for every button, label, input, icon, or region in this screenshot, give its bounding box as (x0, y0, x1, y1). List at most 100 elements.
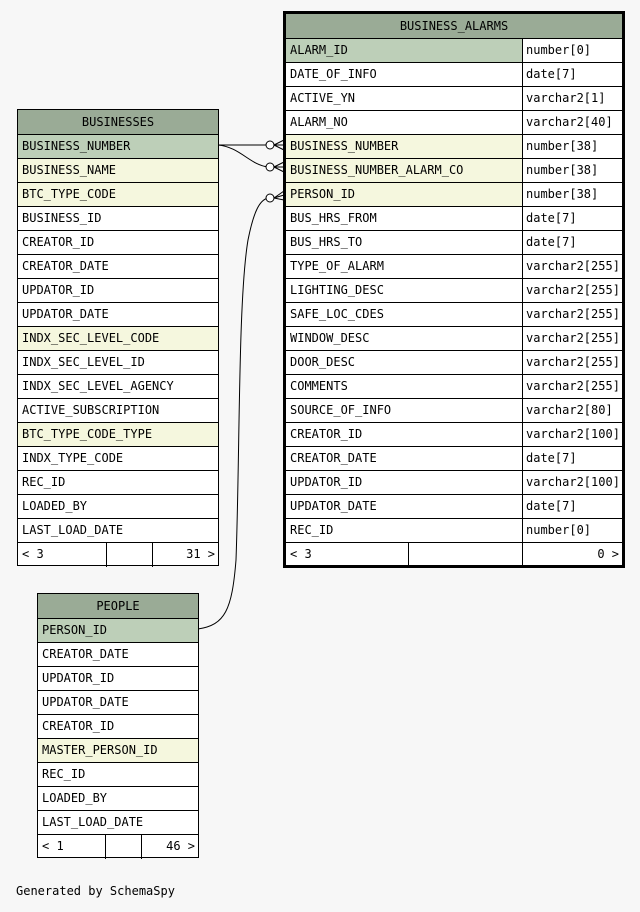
column-row[interactable]: BUSINESS_ID (18, 207, 218, 231)
column-name: MASTER_PERSON_ID (38, 739, 198, 762)
column-type: varchar2[1] (522, 87, 622, 110)
column-row[interactable]: INDX_SEC_LEVEL_ID (18, 351, 218, 375)
column-type: varchar2[255] (522, 279, 622, 302)
column-row[interactable]: LOADED_BY (38, 787, 198, 811)
column-name: LIGHTING_DESC (290, 283, 384, 297)
column-row[interactable]: SAFE_LOC_CDES varchar2[255] (286, 303, 622, 327)
column-name: REC_ID (42, 767, 86, 781)
column-list: PERSON_ID CREATOR_DATE UPDATOR_ID UPDATOR_D… (38, 619, 198, 835)
column-type: number[38] (522, 159, 622, 182)
column-type: number[0] (522, 39, 622, 62)
column-name: BUS_HRS_FROM (290, 211, 377, 225)
column-row[interactable]: BTC_TYPE_CODE_TYPE (18, 423, 218, 447)
column-row[interactable]: CREATOR_ID (18, 231, 218, 255)
column-row[interactable]: ACTIVE_SUBSCRIPTION (18, 399, 218, 423)
column-name: BUSINESS_NAME (18, 159, 218, 182)
column-row[interactable]: CREATOR_ID (38, 715, 198, 739)
column-row[interactable]: LAST_LOAD_DATE (18, 519, 218, 543)
column-type: varchar2[255] (522, 375, 622, 398)
column-name: UPDATOR_ID (42, 671, 115, 685)
column-row[interactable]: REC_ID (38, 763, 198, 787)
column-name: ACTIVE_SUBSCRIPTION (22, 403, 160, 417)
column-row[interactable]: UPDATOR_DATE (18, 303, 218, 327)
column-row[interactable]: UPDATOR_ID (38, 667, 198, 691)
column-type: date[7] (522, 447, 622, 470)
column-type: varchar2[255] (522, 351, 622, 374)
column-name: BTC_TYPE_CODE (18, 183, 218, 206)
column-row[interactable]: INDX_SEC_LEVEL_AGENCY (18, 375, 218, 399)
generated-by-label: Generated by SchemaSpy (16, 884, 175, 898)
column-row[interactable]: UPDATOR_DATE (38, 691, 198, 715)
column-name: CREATOR_DATE (42, 647, 129, 661)
edge-end-circle (265, 140, 275, 150)
column-row[interactable]: UPDATOR_ID (18, 279, 218, 303)
column-row[interactable]: BUSINESS_NAME (18, 159, 218, 183)
column-name: INDX_SEC_LEVEL_ID (22, 355, 145, 369)
column-type: date[7] (522, 231, 622, 254)
column-type: number[38] (522, 135, 622, 158)
column-name: PERSON_ID (286, 183, 522, 206)
column-name: CREATOR_ID (22, 235, 95, 249)
column-row[interactable]: LOADED_BY (18, 495, 218, 519)
column-name: CREATOR_DATE (290, 451, 377, 465)
column-name: CREATOR_DATE (22, 259, 109, 273)
column-row[interactable]: CREATOR_DATE (38, 643, 198, 667)
column-name: TYPE_OF_ALARM (290, 259, 384, 273)
column-row[interactable]: CREATOR_DATE (18, 255, 218, 279)
column-row[interactable]: LAST_LOAD_DATE (38, 811, 198, 835)
column-name: ACTIVE_YN (290, 91, 356, 105)
column-row[interactable]: INDX_TYPE_CODE (18, 447, 218, 471)
column-name: UPDATOR_DATE (290, 499, 377, 513)
footer-right: 31 > (186, 547, 215, 561)
column-row[interactable]: BTC_TYPE_CODE (18, 183, 218, 207)
column-row[interactable]: LIGHTING_DESC varchar2[255] (286, 279, 622, 303)
column-name: LOADED_BY (22, 499, 88, 513)
column-name: INDX_SEC_LEVEL_CODE (18, 327, 218, 350)
column-name: REC_ID (290, 523, 334, 537)
footer-mid (409, 543, 523, 567)
column-row[interactable]: MASTER_PERSON_ID (38, 739, 198, 763)
column-name: SAFE_LOC_CDES (290, 307, 384, 321)
column-row[interactable]: ACTIVE_YN varchar2[1] (286, 87, 622, 111)
column-name: BUSINESS_NUMBER (18, 135, 218, 158)
column-type: date[7] (522, 63, 622, 86)
footer-right: 0 > (597, 547, 619, 561)
column-row[interactable]: INDX_SEC_LEVEL_CODE (18, 327, 218, 351)
column-name: CREATOR_ID (290, 427, 363, 441)
column-name: LAST_LOAD_DATE (22, 523, 124, 537)
column-name: BUSINESS_NUMBER_ALARM_CO (286, 159, 522, 182)
column-row[interactable]: CREATOR_DATE date[7] (286, 447, 622, 471)
column-name: INDX_SEC_LEVEL_AGENCY (22, 379, 174, 393)
column-row[interactable]: REC_ID (18, 471, 218, 495)
footer-left: < 3 (18, 543, 107, 567)
column-name: ALARM_ID (286, 39, 522, 62)
footer-mid (106, 835, 142, 859)
column-row[interactable]: BUSINESS_NUMBER (18, 135, 218, 159)
column-name: CREATOR_ID (42, 719, 115, 733)
column-type: varchar2[255] (522, 303, 622, 326)
column-name: UPDATOR_DATE (22, 307, 109, 321)
column-row[interactable]: PERSON_ID (38, 619, 198, 643)
